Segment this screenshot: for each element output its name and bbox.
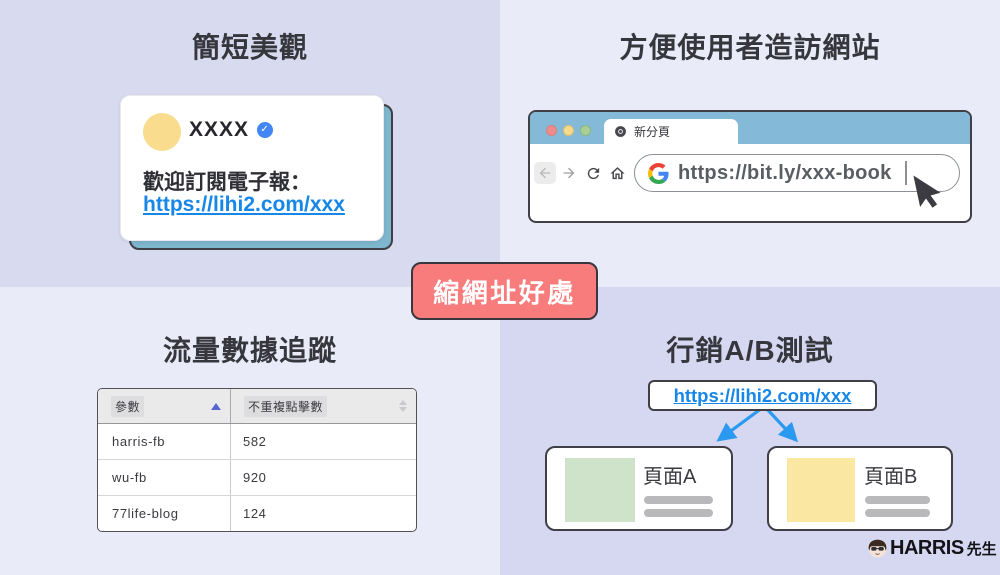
table-header-unique-clicks[interactable]: 不重複點擊數 [230,389,416,423]
browser-tab[interactable]: 新分頁 [604,119,738,144]
post-author-name: XXXX ✓ [189,118,274,142]
forward-button[interactable] [558,162,580,184]
split-arrows [716,406,799,443]
minimize-button[interactable] [563,125,574,136]
browser-window: 新分頁 https://bit.ly/xxx-book [528,110,972,223]
page-a-label: 頁面A [643,466,697,488]
post-message: 歡迎訂閱電子報： [143,171,311,194]
url-text: https://bit.ly/xxx-book [678,161,892,184]
back-button[interactable] [534,162,556,184]
reload-icon [587,167,599,179]
center-topic-label: 縮網址好處 [433,277,576,308]
tab-title: 新分頁 [634,125,671,139]
page-a-thumbnail [565,458,635,522]
table-header-row: 參數 不重複點擊數 [98,389,416,424]
placeholder-bar [644,496,713,504]
arrow-to-page-a [716,406,763,442]
browser-top-bar: 新分頁 [530,112,970,144]
close-button[interactable] [546,125,557,136]
section-title-short-beautiful: 簡短美觀 [191,32,308,63]
home-icon [609,166,625,179]
table-header-param[interactable]: 參數 [98,389,230,423]
url-bar[interactable]: https://bit.ly/xxx-book [634,154,960,192]
page-a-card: 頁面A [545,446,733,531]
table-row: 77life-blog 124 [98,496,416,531]
page-b-label: 頁面B [864,466,918,488]
placeholder-bar [644,509,713,517]
reload-button[interactable] [582,162,604,184]
brand-suffix: 先生 [966,541,997,558]
placeholder-bar [865,496,930,504]
browser-logo-icon [615,126,626,137]
harris-face-icon [868,539,887,558]
page-b-card: 頁面B [767,446,953,531]
section-title-ab-testing: 行銷A/B測試 [666,335,834,366]
param-cell: 77life-blog [112,506,179,521]
window-controls [546,125,591,136]
placeholder-bar [865,509,930,517]
param-cell: harris-fb [112,434,166,449]
clicks-cell: 920 [230,460,416,495]
back-arrow-icon [539,167,551,179]
table-row: harris-fb 582 [98,424,416,460]
brand-name: HARRIS [890,537,964,559]
forward-arrow-icon [563,167,575,179]
table-row: wu-fb 920 [98,460,416,496]
social-post-card: XXXX ✓ 歡迎訂閱電子報： https://lihi2.com/xxx [120,95,384,241]
sort-icon[interactable] [399,400,407,412]
section-title-easy-visit: 方便使用者造訪網站 [619,32,881,63]
clicks-cell: 582 [230,424,416,459]
ab-short-link[interactable]: https://lihi2.com/xxx [673,384,852,406]
mouse-cursor-icon [913,175,941,208]
home-button[interactable] [606,162,628,184]
post-short-link[interactable]: https://lihi2.com/xxx [143,193,345,216]
clicks-cell: 124 [230,496,416,531]
analytics-table: 參數 不重複點擊數 harris-fb 582 wu-fb 920 77life… [97,388,417,532]
arrow-to-page-b [764,406,799,443]
text-caret [904,161,907,185]
section-title-traffic-tracking: 流量數據追蹤 [162,335,337,366]
avatar [143,113,181,151]
sort-ascending-icon[interactable] [211,402,221,410]
ab-short-link-box: https://lihi2.com/xxx [648,380,877,411]
verified-badge-icon: ✓ [257,122,274,138]
google-g-icon [648,162,669,184]
center-topic-badge: 縮網址好處 [411,262,598,320]
maximize-button[interactable] [580,125,591,136]
page-b-thumbnail [787,458,855,522]
brand-logo: HARRIS 先生 [868,537,997,560]
param-cell: wu-fb [112,470,147,485]
